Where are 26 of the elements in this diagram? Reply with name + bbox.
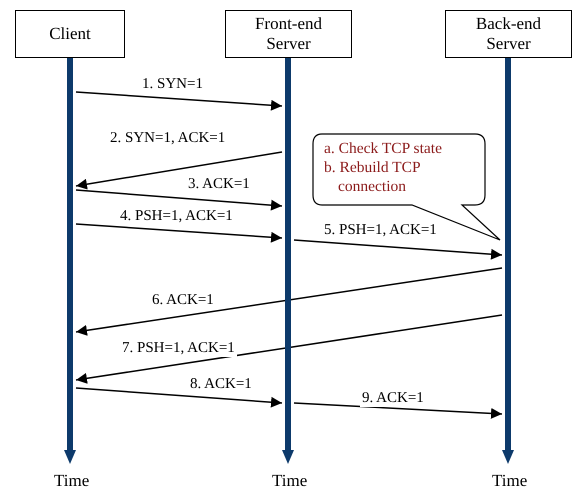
callout-text: b. Rebuild TCP connection <box>324 158 422 196</box>
time-label: Time <box>270 472 310 489</box>
lifeline-arrow <box>64 58 76 464</box>
time-label: Time <box>490 472 530 489</box>
message-arrow <box>76 91 282 111</box>
edge-label: 5. PSH=1, ACK=1 <box>322 222 439 239</box>
participant-box: Front-end Server <box>225 10 352 58</box>
participant-box: Back-end Server <box>445 10 572 58</box>
lifeline-arrow <box>502 58 514 464</box>
message-arrow <box>76 267 502 336</box>
participant-box: Client <box>15 10 125 58</box>
callout-text: a. Check TCP state <box>324 139 443 158</box>
message-arrow <box>76 314 502 384</box>
message-arrow <box>76 387 282 408</box>
message-arrow <box>76 189 282 211</box>
callout-bubble <box>312 133 502 243</box>
message-arrow <box>76 223 282 243</box>
edge-label: 7. PSH=1, ACK=1 <box>120 340 237 357</box>
lifeline-arrow <box>282 58 294 464</box>
message-arrow <box>294 239 502 260</box>
message-arrow <box>294 402 502 419</box>
message-arrow <box>76 151 282 190</box>
edge-label: 4. PSH=1, ACK=1 <box>118 208 235 225</box>
time-label: Time <box>52 472 92 489</box>
edge-label: 9. ACK=1 <box>360 390 426 407</box>
edge-label: 2. SYN=1, ACK=1 <box>108 130 228 147</box>
